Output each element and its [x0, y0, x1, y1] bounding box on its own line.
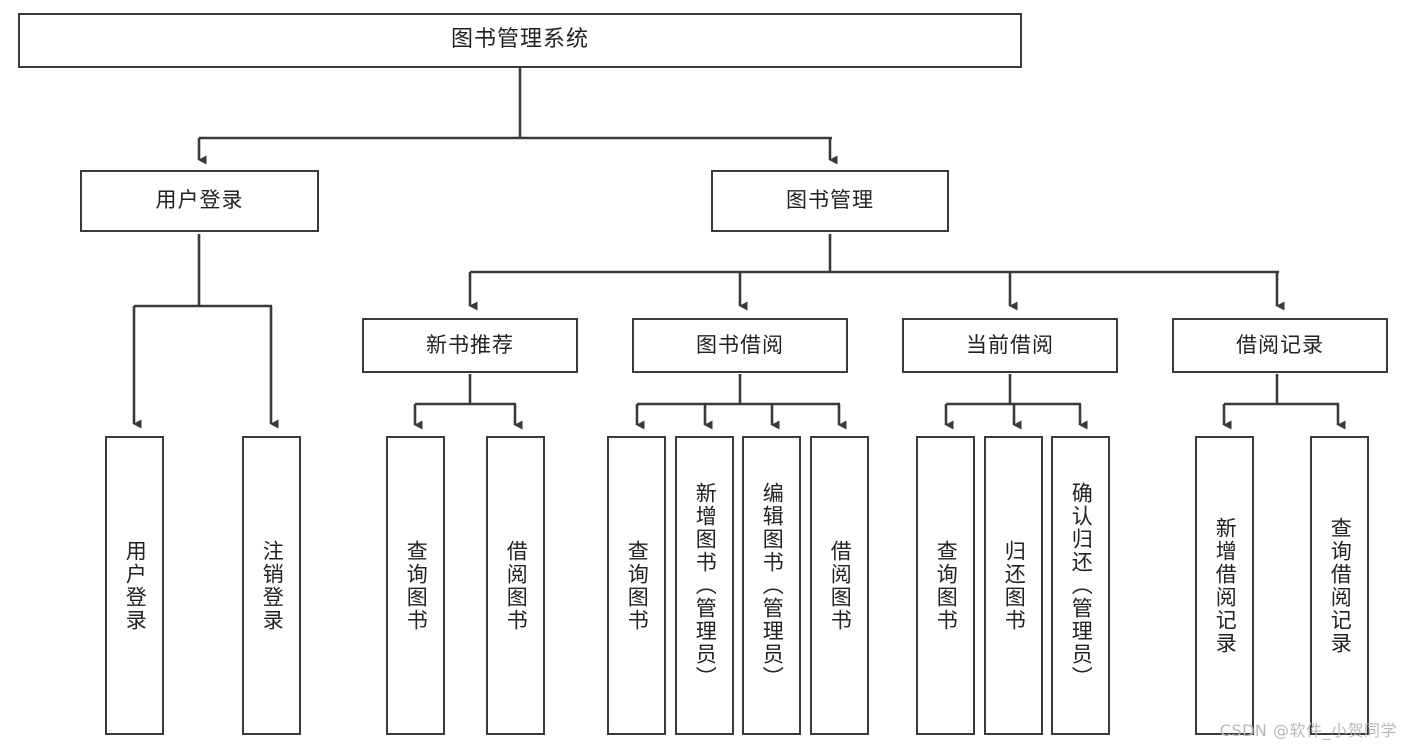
node-label: 图书管理系统	[450, 27, 589, 53]
leaf-record-add-borrow-record[interactable]: 新增借阅记录	[1195, 436, 1254, 735]
node-label: 借阅图书	[504, 539, 529, 632]
node-label: 编辑图书（管理员）	[760, 482, 785, 689]
node-label: 注销登录	[260, 539, 285, 632]
node-label: 查询图书	[404, 539, 429, 632]
node-root-system[interactable]: 图书管理系统	[18, 13, 1022, 68]
edges-currentborrow-to-leaves	[944, 374, 1088, 430]
node-label: 查询图书	[934, 539, 959, 632]
leaf-user-login[interactable]: 用户登录	[105, 436, 164, 735]
leaf-current-confirm-return-admin[interactable]: 确认归还（管理员）	[1051, 436, 1110, 735]
node-label: 查询借阅记录	[1328, 516, 1353, 655]
edges-userlogin-to-leaves	[132, 234, 279, 429]
node-borrow-record[interactable]: 借阅记录	[1172, 318, 1388, 373]
node-label: 新增图书（管理员）	[693, 482, 718, 689]
leaf-newbook-borrow-book[interactable]: 借阅图书	[486, 436, 545, 735]
leaf-borrow-edit-book-admin[interactable]: 编辑图书（管理员）	[742, 436, 801, 735]
node-label: 新增借阅记录	[1213, 516, 1238, 655]
node-current-borrow[interactable]: 当前借阅	[902, 318, 1118, 373]
leaf-current-query-book[interactable]: 查询图书	[916, 436, 975, 735]
node-label: 用户登录	[155, 188, 244, 213]
node-label: 新书推荐	[426, 332, 514, 357]
node-user-login[interactable]: 用户登录	[80, 170, 319, 232]
node-label: 借阅图书	[828, 539, 853, 632]
node-label: 用户登录	[123, 539, 148, 632]
edges-borrowrecord-to-leaves	[1222, 374, 1346, 430]
leaf-newbook-query-book[interactable]: 查询图书	[386, 436, 445, 735]
node-book-borrow[interactable]: 图书借阅	[632, 318, 848, 373]
node-label: 查询图书	[625, 539, 650, 632]
node-label: 图书借阅	[696, 332, 784, 357]
node-label: 借阅记录	[1236, 332, 1324, 357]
leaf-record-query-borrow-record[interactable]: 查询借阅记录	[1310, 436, 1369, 735]
csdn-watermark: CSDN @软件_小贺同学	[1219, 721, 1397, 740]
node-label: 图书管理	[786, 188, 874, 213]
edges-root-to-level2	[197, 68, 838, 165]
edges-newbook-to-leaves	[413, 374, 523, 430]
node-label: 归还图书	[1002, 539, 1027, 632]
node-new-book-recommend[interactable]: 新书推荐	[362, 318, 578, 373]
leaf-borrow-borrow-book[interactable]: 借阅图书	[810, 436, 869, 735]
leaf-logout[interactable]: 注销登录	[242, 436, 301, 735]
leaf-borrow-add-book-admin[interactable]: 新增图书（管理员）	[675, 436, 734, 735]
edges-borrowbook-to-leaves	[635, 374, 847, 430]
node-label: 确认归还（管理员）	[1069, 482, 1094, 689]
leaf-borrow-query-book[interactable]: 查询图书	[607, 436, 666, 735]
leaf-current-return-book[interactable]: 归还图书	[984, 436, 1043, 735]
node-label: 当前借阅	[966, 332, 1054, 357]
node-book-management[interactable]: 图书管理	[711, 170, 949, 232]
edges-bookmgmt-to-level3	[468, 234, 1285, 311]
